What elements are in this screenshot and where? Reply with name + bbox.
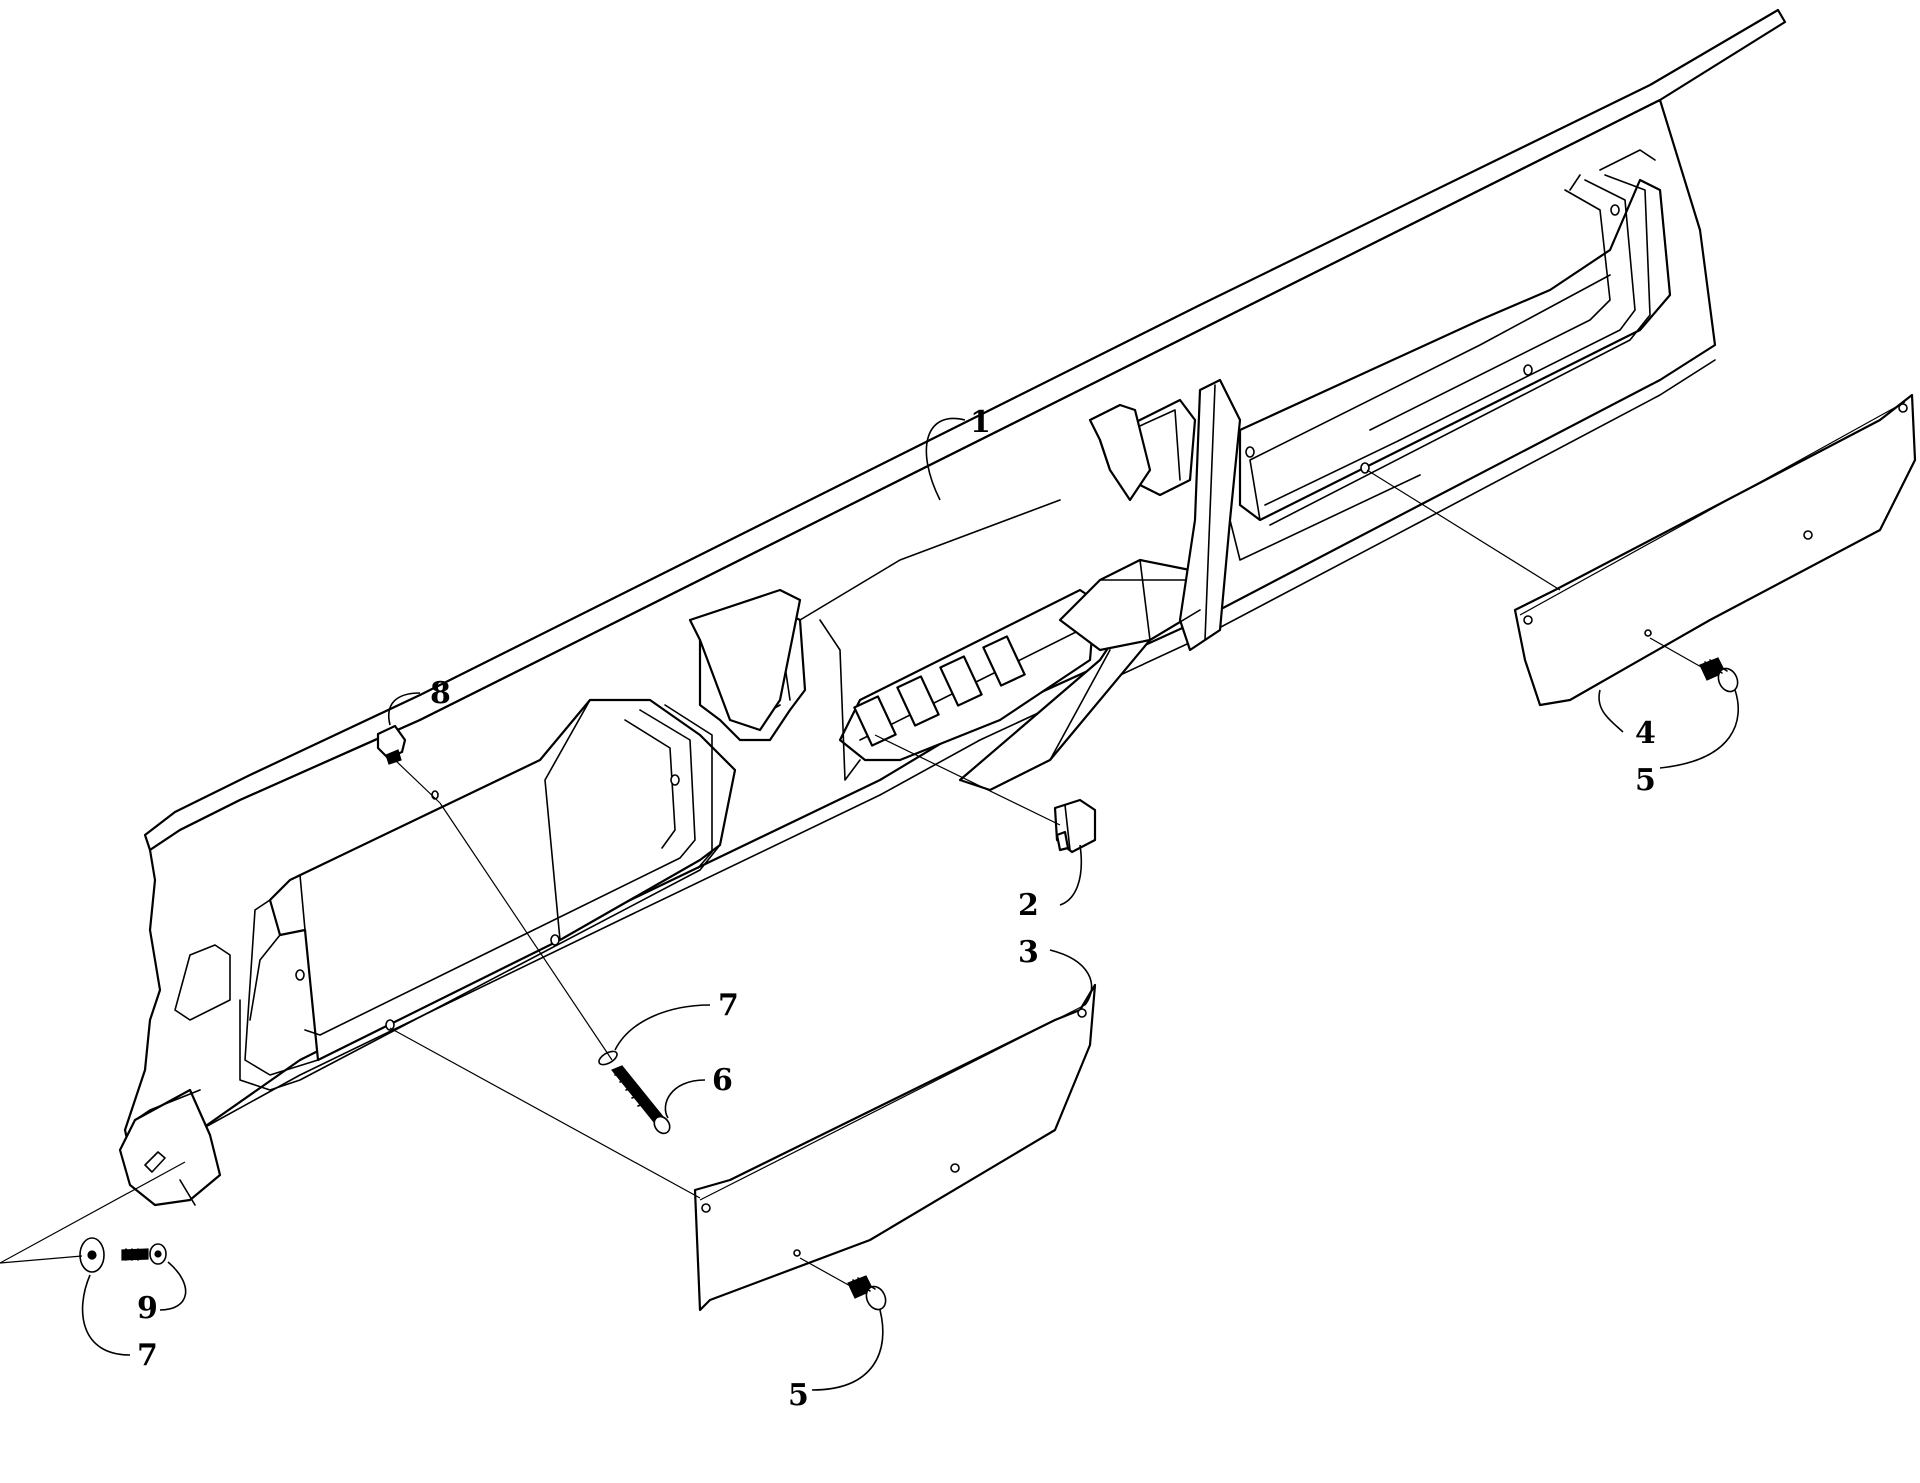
plate-hole: [1898, 403, 1908, 413]
callout-labels: 1 2 3 4 5 5 6 7 7 8 9: [137, 405, 1656, 1413]
callout-6: 6: [712, 1063, 733, 1098]
callout-3: 3: [1018, 935, 1039, 970]
housing-hole: [1610, 204, 1620, 216]
housing-hole: [295, 969, 305, 981]
left-handle: [688, 588, 802, 732]
lower-cover-plate: [693, 983, 1097, 1312]
callout-5-right: 5: [1635, 763, 1656, 798]
callout-9: 9: [137, 1291, 158, 1326]
plate-hole: [793, 1249, 801, 1257]
housing-hole: [1245, 446, 1255, 458]
upper-cover-plate: [1513, 393, 1917, 707]
long-screw: [611, 1065, 671, 1135]
plate-hole: [950, 1163, 960, 1173]
left-end-block: [118, 1088, 222, 1207]
housing-hole: [385, 1019, 395, 1031]
push-rivet-lower: [847, 1275, 887, 1311]
washer-upper: [598, 1050, 618, 1066]
housing-hole: [670, 774, 680, 786]
leader-lines: [81, 417, 1739, 1391]
switch-slot-1: [853, 695, 897, 747]
push-rivet-right: [1699, 657, 1739, 693]
housing-hole: [1523, 364, 1533, 376]
small-bolt: [121, 1243, 167, 1265]
callout-7-upper: 7: [718, 988, 739, 1023]
switch-slot-4: [982, 635, 1026, 687]
callout-2: 2: [1018, 888, 1039, 923]
callout-7-lower: 7: [137, 1338, 158, 1373]
housing-hole: [1360, 462, 1370, 474]
top-handle: [1088, 403, 1152, 502]
housing-hole: [550, 934, 560, 946]
switch-cap: [1053, 798, 1097, 854]
switch-slot-2: [896, 675, 940, 727]
plate-hole: [1644, 629, 1652, 637]
plate-hole: [1523, 615, 1533, 625]
assembly-lines: [0, 469, 1704, 1288]
plate-hole: [701, 1203, 711, 1213]
plate-hole: [1803, 530, 1813, 540]
switch-slot-3: [939, 655, 983, 707]
grommet: [376, 724, 407, 765]
callout-5-lower: 5: [788, 1378, 809, 1413]
main-housing: [118, 8, 1787, 1207]
callout-1: 1: [970, 405, 991, 440]
callout-8: 8: [430, 676, 451, 711]
callout-4: 4: [1635, 716, 1656, 751]
plate-hole: [1077, 1008, 1087, 1018]
